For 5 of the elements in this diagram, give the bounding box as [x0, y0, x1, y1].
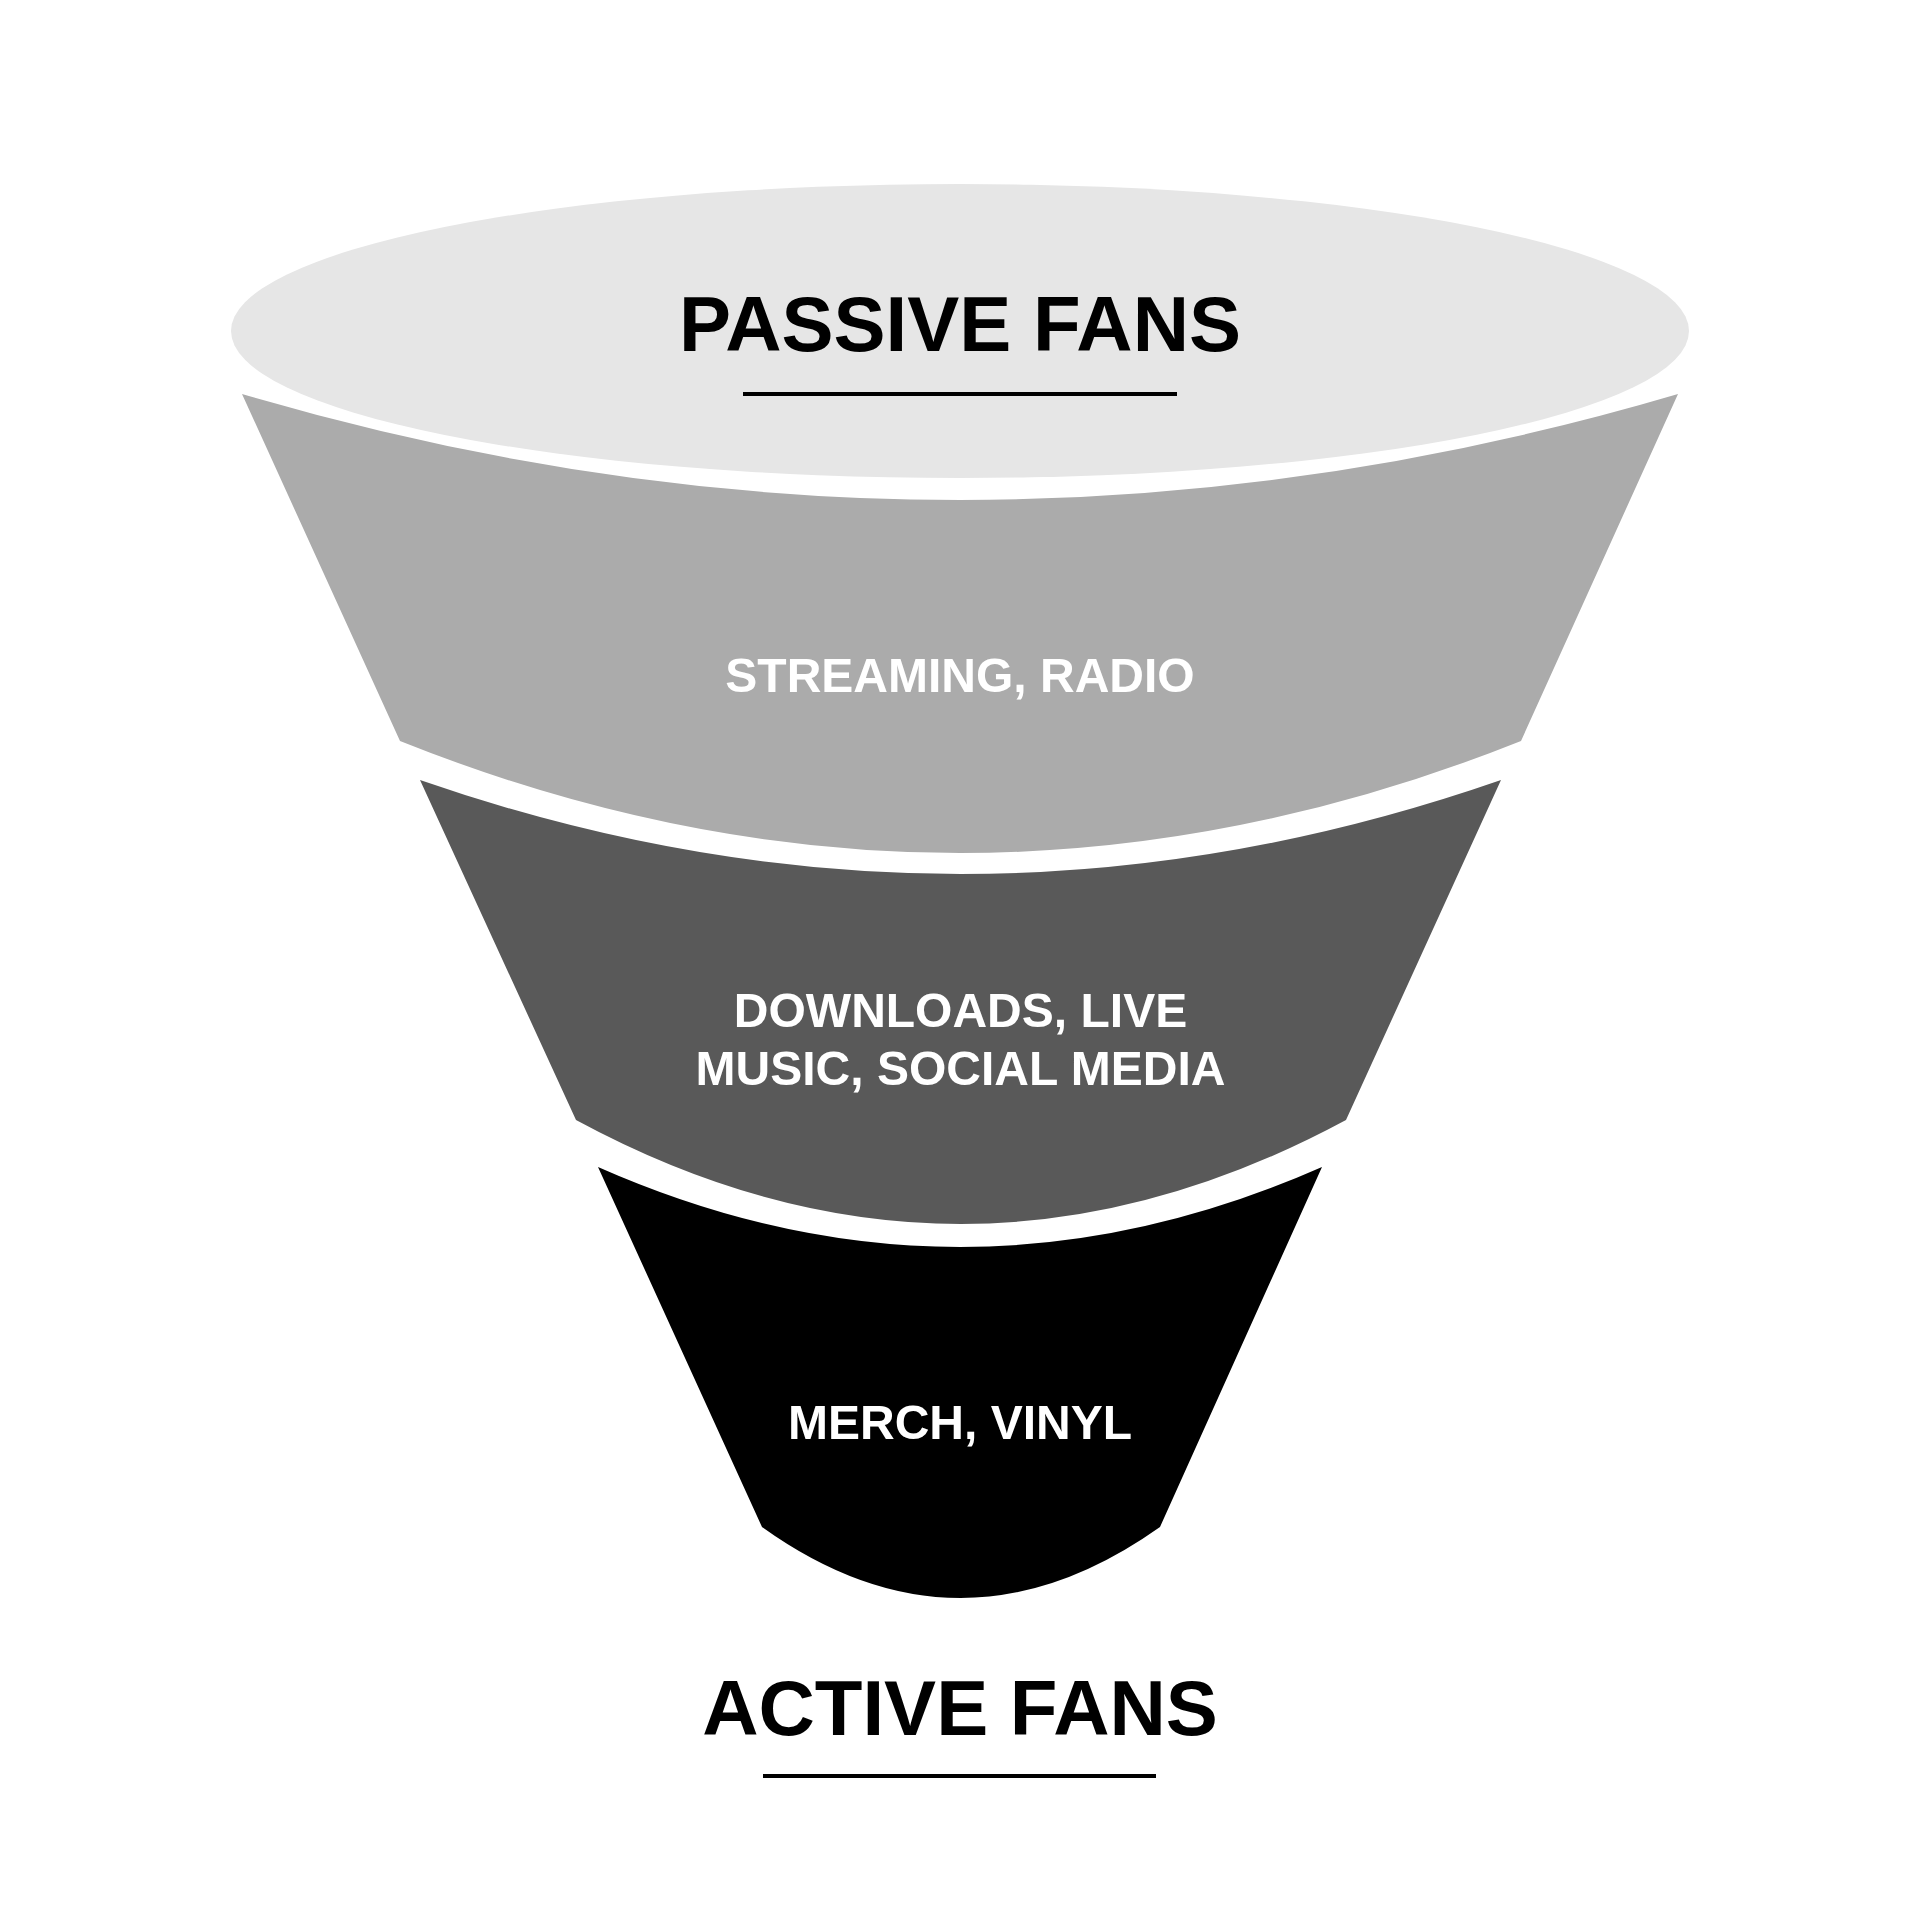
band-label: DOWNLOADS, LIVE MUSIC, SOCIAL MEDIA	[694, 983, 1227, 1097]
band-label: MERCH, VINYL	[788, 1395, 1132, 1452]
funnel-heading: ACTIVE FANS	[702, 1662, 1218, 1754]
funnel-heading: PASSIVE FANS	[678, 279, 1241, 371]
band-label: STREAMING, RADIO	[725, 648, 1195, 705]
